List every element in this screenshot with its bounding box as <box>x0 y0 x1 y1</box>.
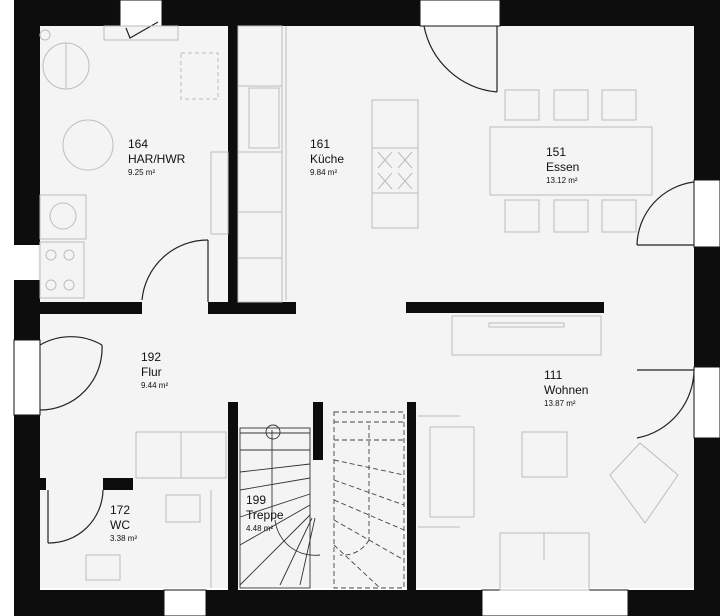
room-area: 4.48 m² <box>246 524 274 533</box>
room-label-flur: 192 Flur 9.44 m² <box>141 350 168 391</box>
room-area: 9.44 m² <box>141 381 169 390</box>
room-name: Küche <box>310 152 345 166</box>
room-area: 3.38 m² <box>110 534 138 543</box>
room-number: 151 <box>546 145 567 159</box>
door-swings <box>39 21 695 544</box>
room-name: Wohnen <box>544 383 589 397</box>
room-label-treppe: 199 Treppe 4.48 m² <box>246 493 284 534</box>
room-number: 111 <box>544 368 563 382</box>
room-name: Treppe <box>246 508 284 522</box>
room-name: WC <box>110 518 130 532</box>
room-name: Flur <box>141 365 162 379</box>
room-label-wohnen: 111 Wohnen 13.87 m² <box>544 368 588 409</box>
room-label-essen: 151 Essen 13.12 m² <box>546 145 579 186</box>
room-number: 164 <box>128 137 149 151</box>
room-number: 192 <box>141 350 162 364</box>
room-area: 9.25 m² <box>128 168 156 177</box>
exterior-walls <box>14 0 720 616</box>
room-number: 161 <box>310 137 331 151</box>
room-number: 172 <box>110 503 131 517</box>
room-area: 13.12 m² <box>546 176 578 185</box>
staircase <box>239 424 321 589</box>
room-number: 199 <box>246 493 267 507</box>
room-name: Essen <box>546 160 580 174</box>
room-label-wc: 172 WC 3.38 m² <box>110 503 137 544</box>
interior-walls <box>38 26 604 590</box>
room-area: 9.84 m² <box>310 168 338 177</box>
room-label-kueche: 161 Küche 9.84 m² <box>310 137 344 178</box>
staircase-upper <box>333 411 405 589</box>
room-label-har-hwr: 164 HAR/HWR 9.25 m² <box>128 137 185 178</box>
room-area: 13.87 m² <box>544 399 576 408</box>
room-name: HAR/HWR <box>128 152 186 166</box>
furniture <box>39 25 679 591</box>
